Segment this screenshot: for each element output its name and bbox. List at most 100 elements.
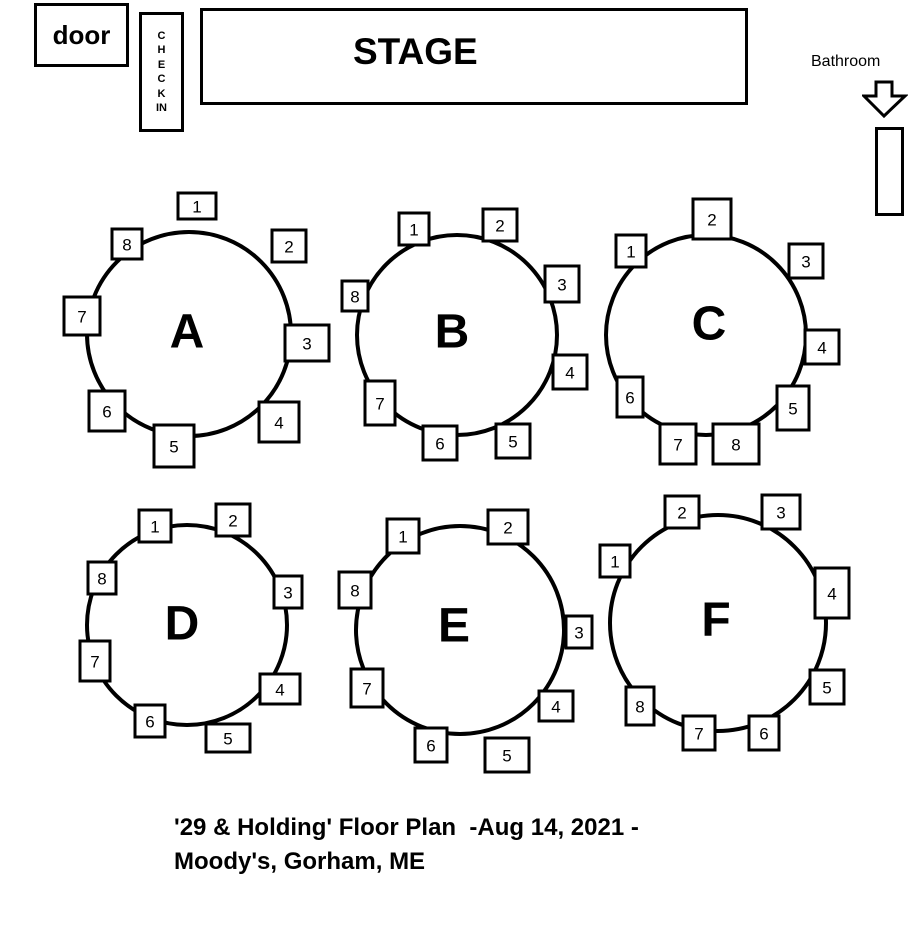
seat-number: 1 bbox=[626, 243, 635, 262]
check-in-label: C H E C K IN bbox=[151, 29, 173, 116]
seat-number: 8 bbox=[635, 698, 644, 717]
seat-number: 8 bbox=[122, 236, 131, 255]
seat-a-2: 2 bbox=[270, 228, 308, 264]
seat-box bbox=[87, 389, 127, 433]
seat-d-6: 6 bbox=[133, 703, 167, 739]
seat-box bbox=[543, 264, 581, 304]
table-label: D bbox=[165, 598, 200, 651]
seat-d-1: 1 bbox=[137, 508, 173, 544]
seat-number: 2 bbox=[503, 519, 512, 538]
seat-number: 4 bbox=[565, 364, 574, 383]
seat-number: 3 bbox=[776, 504, 785, 523]
bathroom-door bbox=[875, 127, 904, 216]
door: door bbox=[34, 3, 129, 67]
table-label: E bbox=[438, 600, 470, 653]
seat-number: 4 bbox=[551, 698, 560, 717]
table-circle bbox=[608, 513, 828, 733]
seat-d-4: 4 bbox=[258, 672, 302, 706]
seat-f-5: 5 bbox=[808, 668, 846, 706]
seat-box bbox=[86, 560, 118, 596]
seat-box bbox=[283, 323, 331, 363]
seat-box bbox=[349, 667, 385, 709]
seat-box bbox=[747, 714, 781, 752]
table-label: B bbox=[435, 306, 470, 359]
seat-b-7: 7 bbox=[363, 379, 397, 427]
seat-f-2: 2 bbox=[663, 494, 701, 530]
seat-box bbox=[775, 384, 811, 432]
seat-number: 1 bbox=[610, 553, 619, 572]
seat-e-1: 1 bbox=[385, 517, 421, 555]
seat-c-2: 2 bbox=[691, 197, 733, 241]
seat-box bbox=[711, 422, 761, 466]
seat-box bbox=[62, 295, 102, 337]
seat-number: 7 bbox=[694, 725, 703, 744]
seat-number: 6 bbox=[435, 435, 444, 454]
seat-box bbox=[270, 228, 308, 264]
seat-number: 4 bbox=[817, 339, 826, 358]
seat-f-7: 7 bbox=[681, 714, 717, 752]
seat-c-3: 3 bbox=[787, 242, 825, 280]
seat-f-8: 8 bbox=[624, 685, 656, 727]
seat-box bbox=[483, 736, 531, 774]
seat-number: 4 bbox=[827, 585, 836, 604]
seat-c-1: 1 bbox=[614, 233, 648, 269]
seat-e-5: 5 bbox=[483, 736, 531, 774]
seat-box bbox=[176, 191, 218, 221]
check-in-letter: K bbox=[157, 87, 166, 100]
seat-number: 6 bbox=[426, 737, 435, 756]
seat-number: 3 bbox=[557, 276, 566, 295]
seat-box bbox=[340, 279, 370, 313]
check-in-letter: IN bbox=[156, 102, 167, 114]
seat-box bbox=[808, 668, 846, 706]
floor-plan-caption: '29 & Holding' Floor Plan -Aug 14, 2021 … bbox=[174, 811, 639, 879]
seat-number: 5 bbox=[169, 438, 178, 457]
seat-number: 8 bbox=[97, 570, 106, 589]
seat-box bbox=[494, 422, 532, 460]
seat-c-7: 7 bbox=[658, 422, 698, 466]
seat-d-2: 2 bbox=[214, 502, 252, 538]
seat-box bbox=[421, 424, 459, 462]
table-label: C bbox=[692, 298, 727, 351]
seat-box bbox=[624, 685, 656, 727]
seat-b-6: 6 bbox=[421, 424, 459, 462]
seat-box bbox=[385, 517, 421, 555]
seat-b-3: 3 bbox=[543, 264, 581, 304]
seat-number: 1 bbox=[150, 518, 159, 537]
check-in-letter: H bbox=[157, 44, 166, 56]
seat-number: 8 bbox=[731, 436, 740, 455]
seat-box bbox=[481, 207, 519, 243]
seat-box bbox=[214, 502, 252, 538]
seat-number: 5 bbox=[223, 730, 232, 749]
seat-box bbox=[397, 211, 431, 247]
seat-number: 5 bbox=[788, 400, 797, 419]
seat-number: 5 bbox=[502, 747, 511, 766]
seat-box bbox=[658, 422, 698, 466]
door-label: door bbox=[52, 19, 111, 50]
seat-number: 4 bbox=[274, 414, 283, 433]
check-in-letter: E bbox=[157, 58, 166, 71]
seat-number: 2 bbox=[228, 512, 237, 531]
seat-number: 5 bbox=[822, 679, 831, 698]
seat-a-6: 6 bbox=[87, 389, 127, 433]
seat-box bbox=[133, 703, 167, 739]
seat-number: 3 bbox=[801, 253, 810, 272]
seat-number: 7 bbox=[77, 308, 86, 327]
seat-box bbox=[614, 233, 648, 269]
seat-box bbox=[615, 375, 645, 419]
caption-line-2: Moody's, Gorham, ME bbox=[174, 848, 426, 875]
table-circle bbox=[354, 524, 566, 736]
seat-b-4: 4 bbox=[551, 353, 589, 391]
seat-f-1: 1 bbox=[598, 543, 632, 579]
seat-f-4: 4 bbox=[813, 566, 851, 620]
seat-number: 7 bbox=[90, 653, 99, 672]
seat-number: 2 bbox=[284, 238, 293, 257]
seat-box bbox=[363, 379, 397, 427]
seat-number: 6 bbox=[145, 713, 154, 732]
seat-f-3: 3 bbox=[760, 493, 802, 531]
seat-number: 3 bbox=[574, 624, 583, 643]
seat-number: 1 bbox=[192, 198, 201, 217]
seat-box bbox=[813, 566, 851, 620]
seat-box bbox=[204, 722, 252, 754]
